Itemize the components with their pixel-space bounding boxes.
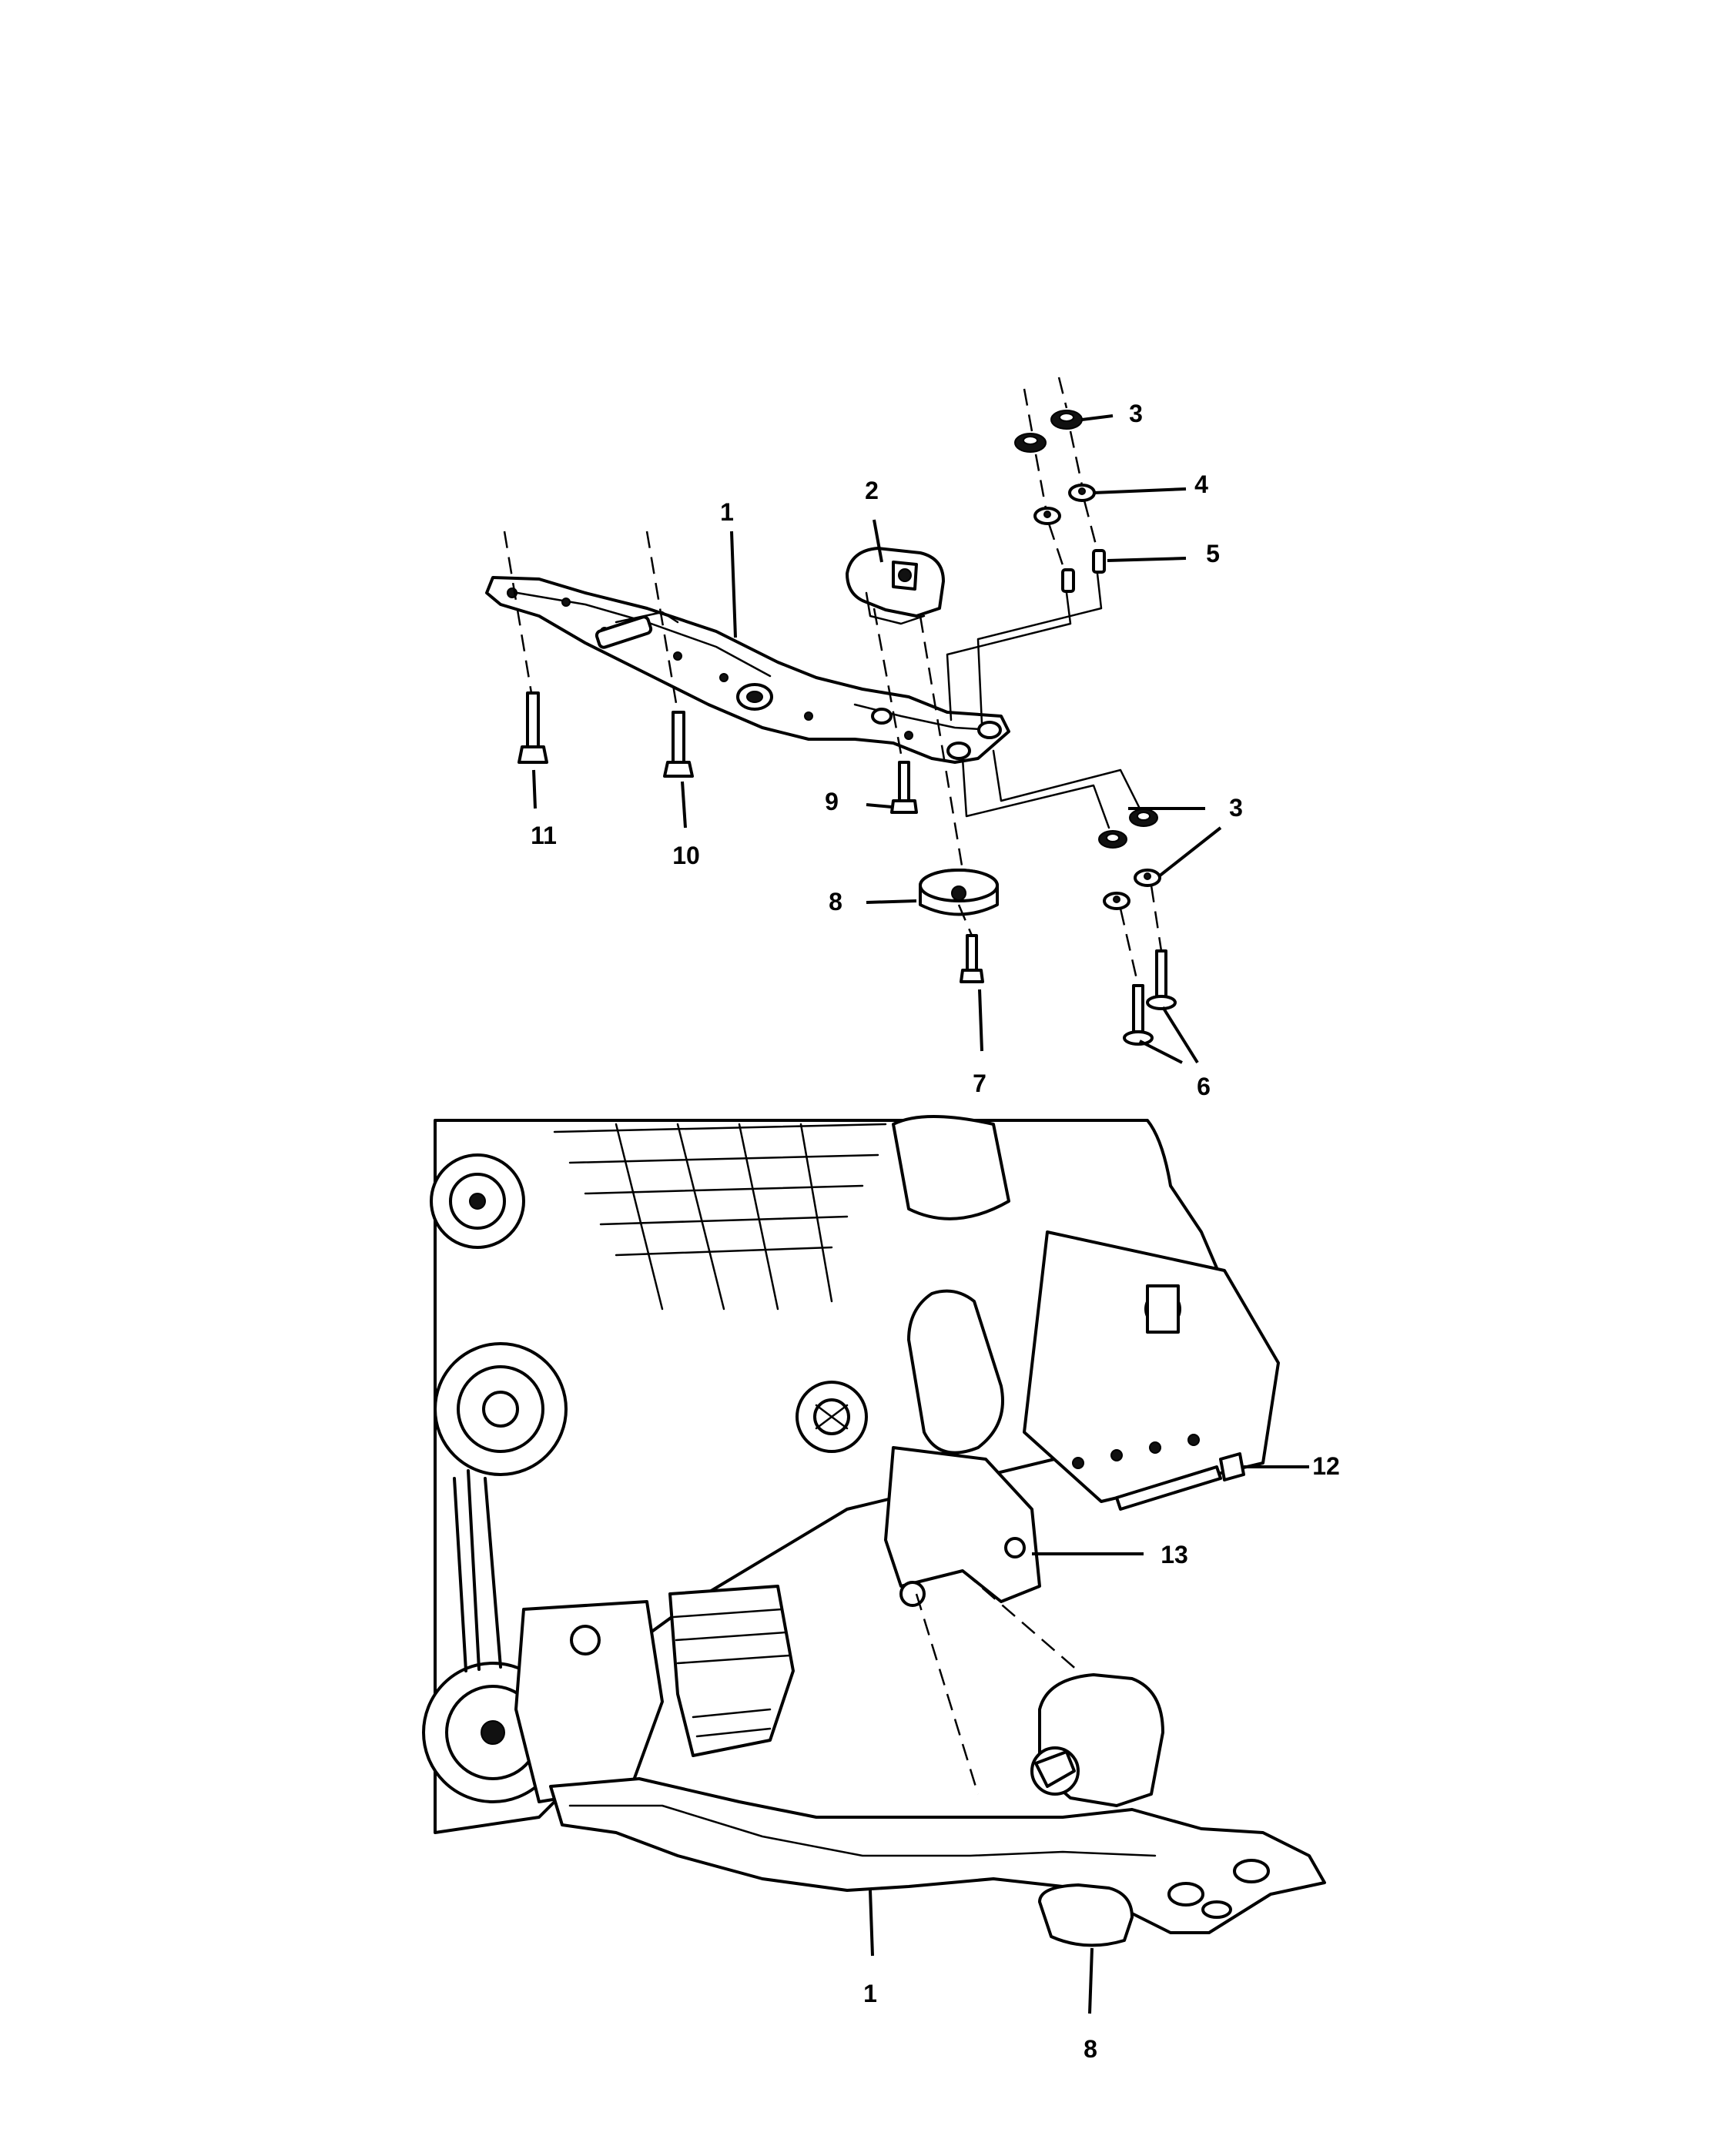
nuts-3-top xyxy=(1014,410,1083,453)
ac-compressor xyxy=(514,1600,664,1803)
callout-3-mid: 3 xyxy=(1229,794,1243,822)
oil-filter xyxy=(668,1585,795,1757)
callout-1-top: 1 xyxy=(720,498,734,526)
assembly-lines xyxy=(503,377,1163,986)
callout-5: 5 xyxy=(1206,540,1220,567)
washers-4 xyxy=(1033,484,1096,525)
callout-2: 2 xyxy=(865,477,879,504)
leaders-top xyxy=(532,414,1222,1064)
installed-view xyxy=(422,1115,1326,2014)
intake-manifold xyxy=(553,1123,887,1311)
callout-9: 9 xyxy=(825,788,839,815)
nuts-3-mid xyxy=(1098,808,1161,910)
bolt-9 xyxy=(890,761,918,814)
bolt-10 xyxy=(663,711,694,778)
bolts-6 xyxy=(1123,949,1177,1046)
callout-11: 11 xyxy=(531,822,557,849)
isolator-part xyxy=(919,869,999,916)
crossmember-part xyxy=(485,576,1010,764)
fan-hub xyxy=(796,1381,868,1453)
leaders-bottom xyxy=(869,1465,1309,2014)
crossmember-installed xyxy=(549,1777,1326,1947)
mount-bracket-part xyxy=(846,547,945,625)
callout-8-top: 8 xyxy=(829,888,842,916)
mount-installed xyxy=(1030,1673,1164,1807)
throttle-body xyxy=(892,1115,1010,1455)
transmission xyxy=(1023,1230,1280,1503)
callout-1-bottom: 1 xyxy=(863,1980,877,2007)
callout-8-bottom: 8 xyxy=(1084,2035,1097,2063)
callout-3-top: 3 xyxy=(1129,400,1143,427)
callout-4: 4 xyxy=(1194,470,1208,498)
callout-labels: 1 2 3 4 5 3 6 7 8 9 10 11 12 13 1 8 xyxy=(531,400,1340,2063)
callout-10: 10 xyxy=(672,842,700,869)
bolt-11 xyxy=(518,691,548,764)
callout-12: 12 xyxy=(1312,1452,1340,1480)
callout-13: 13 xyxy=(1161,1541,1188,1568)
sleeves-5 xyxy=(1061,549,1106,593)
callout-6: 6 xyxy=(1197,1073,1211,1100)
exploded-view xyxy=(485,377,1222,1064)
bracket-13 xyxy=(884,1446,1041,1607)
bolt-7 xyxy=(960,934,984,983)
callout-7: 7 xyxy=(973,1070,986,1097)
bolt-12 xyxy=(1115,1452,1245,1511)
